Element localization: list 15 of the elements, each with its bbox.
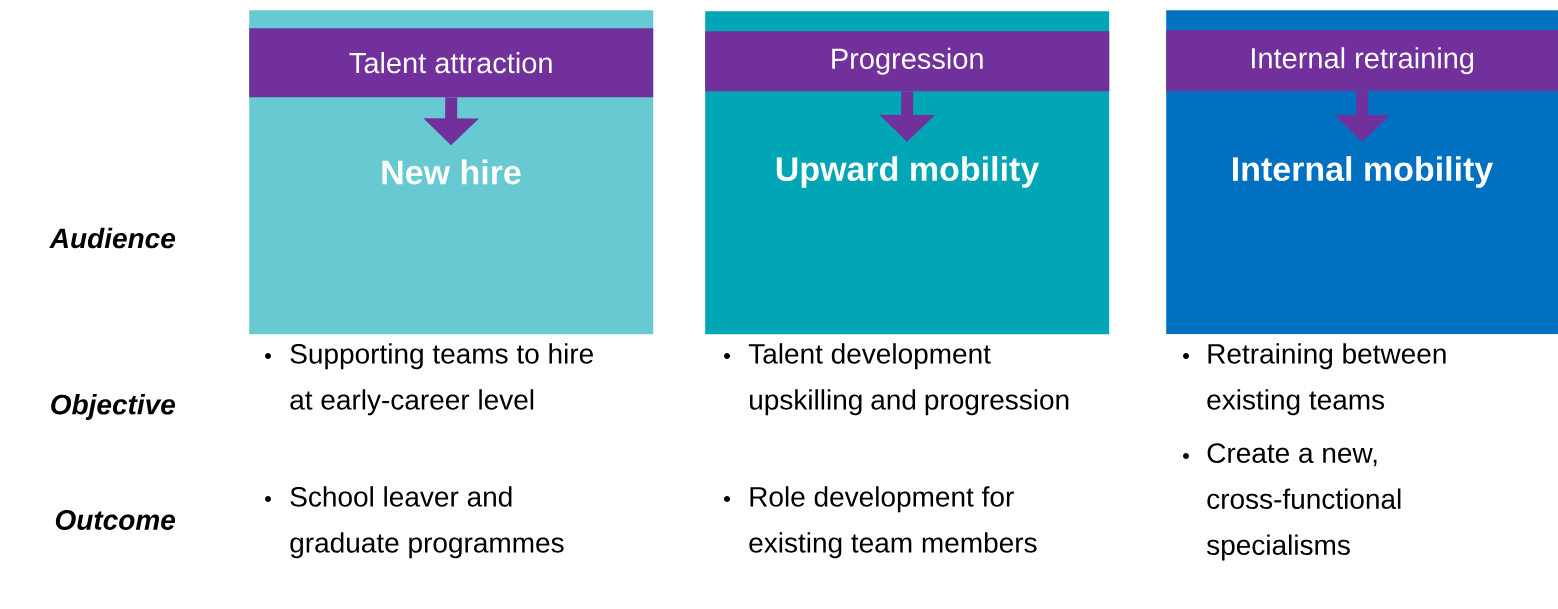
header-band: Talent attraction bbox=[249, 28, 654, 98]
row-label: Outcome bbox=[55, 510, 176, 530]
heading-text: Internal mobility bbox=[1233, 156, 1494, 188]
bullet-text: Retraining between existing teams bbox=[1207, 343, 1446, 416]
heading-text: Upward mobility bbox=[776, 156, 1040, 188]
header-band: Internal retraining bbox=[1166, 30, 1558, 92]
row-label: Objective bbox=[51, 393, 176, 421]
row-label: Audience bbox=[49, 227, 176, 249]
heading-text: New hire bbox=[382, 159, 521, 185]
bullet-text: Talent development upskilling and progression bbox=[748, 343, 1069, 416]
bullet-text: Role development for existing team members bbox=[749, 486, 1037, 559]
bullet-text: Create a new, cross-functional specialisms bbox=[1207, 443, 1401, 561]
bullet-text: School leaver and graduate programmes bbox=[290, 486, 564, 559]
bullet-text: Supporting teams to hire at early-career level bbox=[290, 343, 593, 416]
header-band: Progression bbox=[705, 31, 1110, 92]
